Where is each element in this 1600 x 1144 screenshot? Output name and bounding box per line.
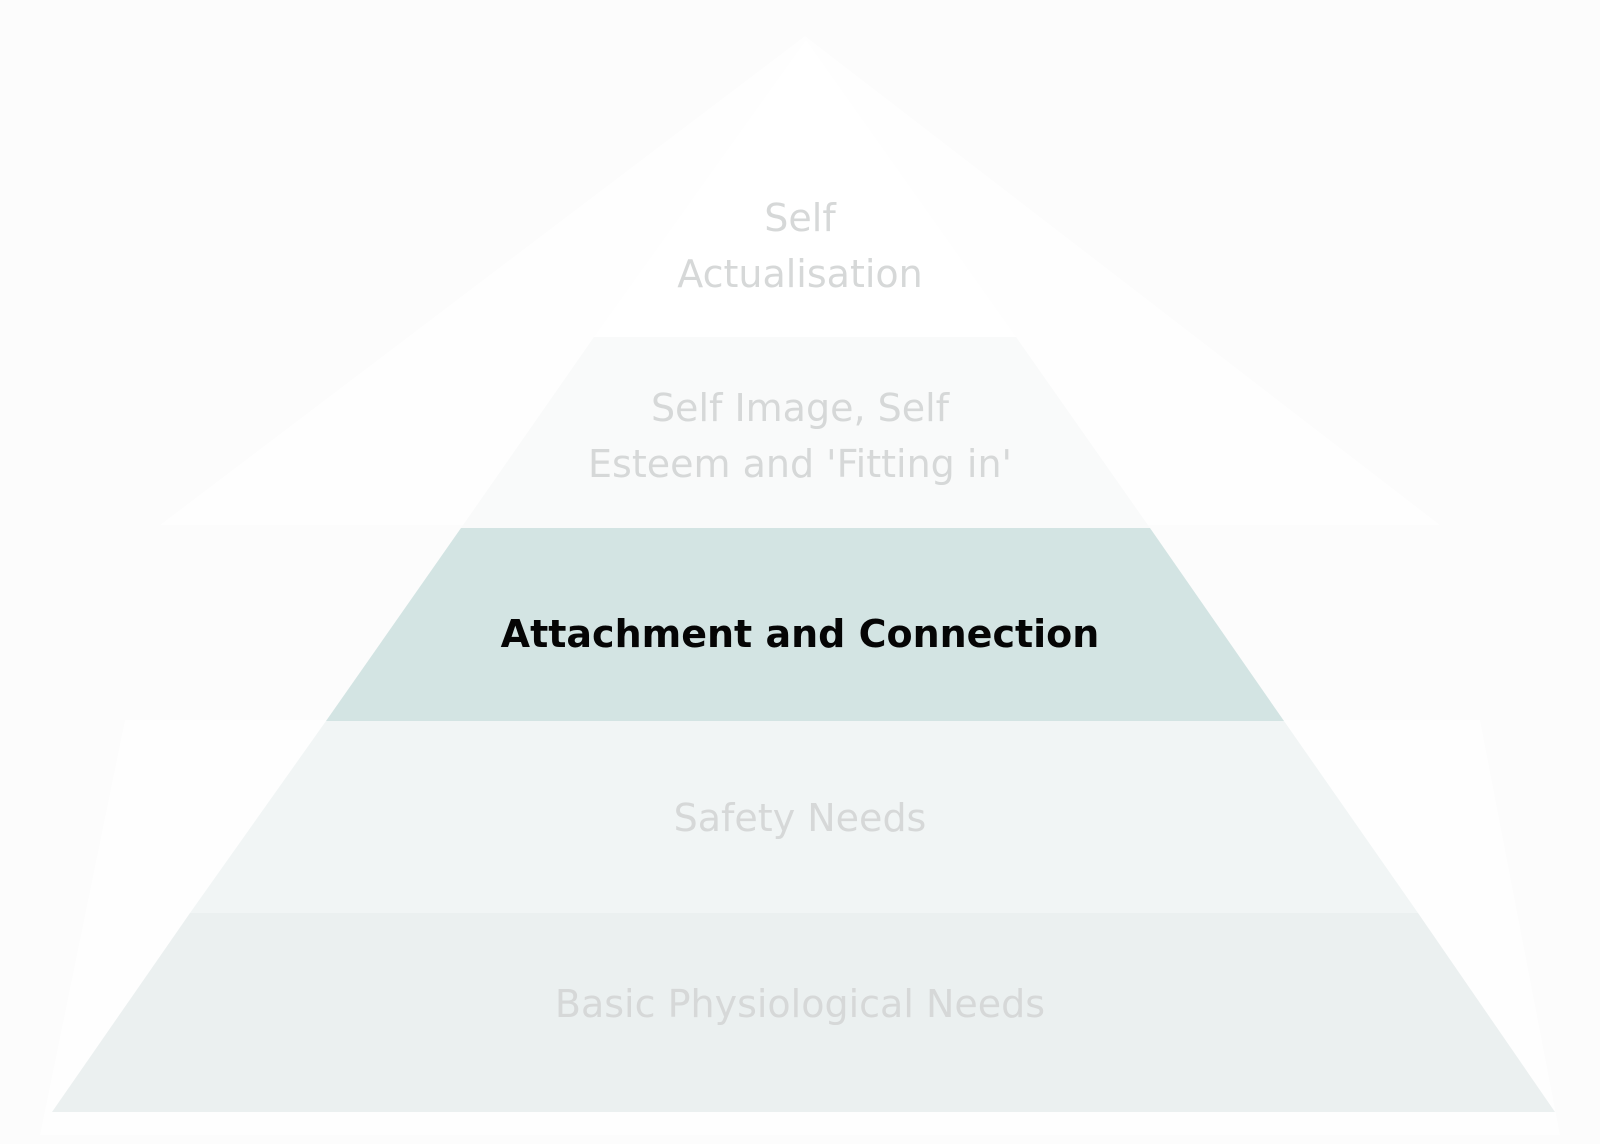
tier-self-actualisation: [594, 40, 1016, 337]
label-safety-needs: Safety Needs: [673, 796, 927, 840]
tier-attachment-connection[interactable]: [326, 528, 1284, 721]
label-self-actualisation: Self Actualisation: [677, 196, 923, 296]
tier-self-esteem: [461, 337, 1150, 528]
tier-safety-needs: [190, 721, 1418, 913]
label-attachment-connection: Attachment and Connection: [500, 612, 1100, 656]
tier-basic-physiological-needs: [52, 913, 1555, 1112]
label-self-esteem: Self Image, Self Esteem and 'Fitting in': [588, 386, 1012, 486]
label-basic-physiological-needs: Basic Physiological Needs: [554, 982, 1046, 1026]
